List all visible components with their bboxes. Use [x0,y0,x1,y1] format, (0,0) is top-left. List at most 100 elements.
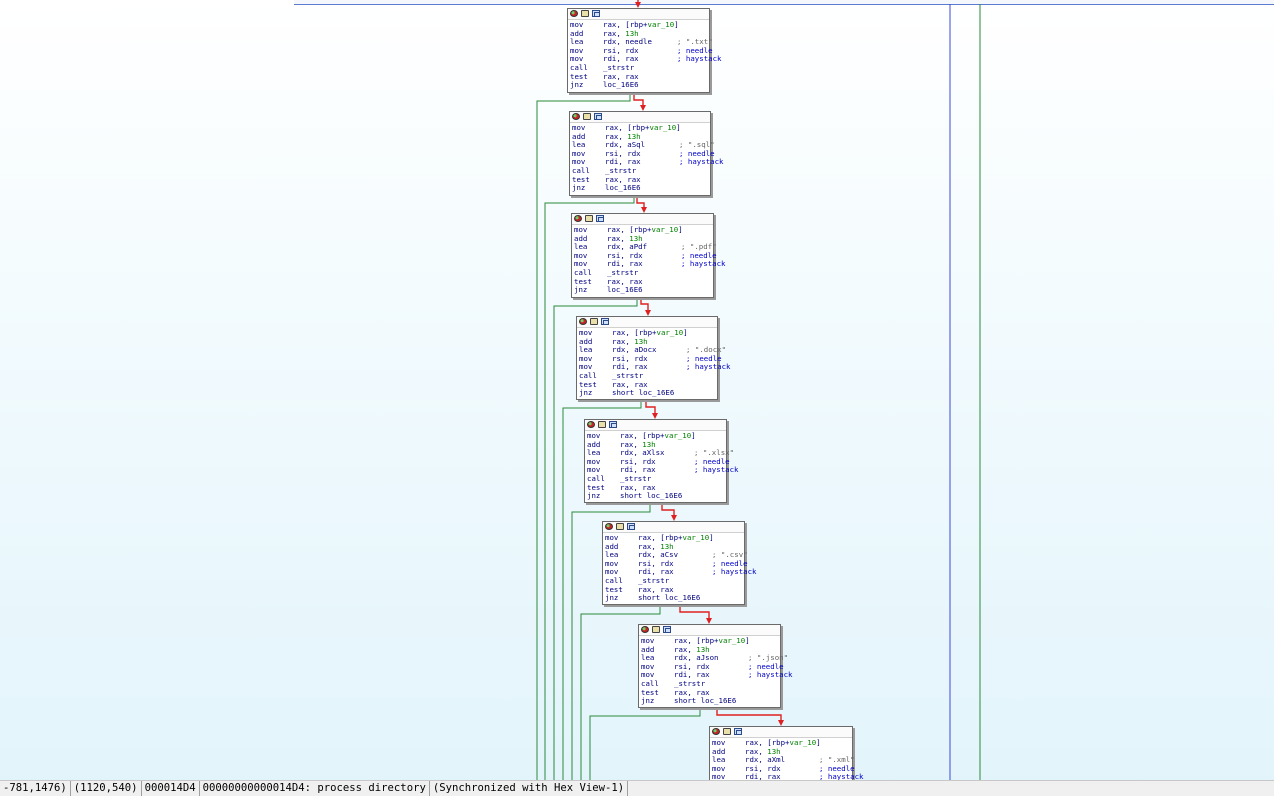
node-color-icon[interactable] [572,113,580,120]
asm-line[interactable]: call_strstr [579,370,717,381]
group-nodes-icon[interactable] [592,10,600,17]
group-nodes-icon[interactable] [609,421,617,428]
mnemonic: test [641,687,659,697]
operands: rdi, rax [638,567,674,577]
rename-node-icon[interactable] [590,318,598,325]
node-color-icon[interactable] [579,318,587,325]
rename-node-icon[interactable] [652,626,660,633]
group-nodes-icon[interactable] [734,728,742,735]
rename-node-icon[interactable] [616,523,624,530]
group-nodes-icon[interactable] [596,215,604,222]
rename-node-icon[interactable] [581,10,589,17]
node-color-icon[interactable] [587,421,595,428]
rename-node-icon[interactable] [583,113,591,120]
node-color-icon[interactable] [574,215,582,222]
mnemonic: jnz [574,285,588,295]
rename-node-icon[interactable] [598,421,606,428]
rename-node-icon[interactable] [723,728,731,735]
asm-line[interactable]: call_strstr [605,576,744,586]
asm-line[interactable]: call_strstr [574,268,713,278]
group-nodes-icon[interactable] [663,626,671,633]
rename-node-icon[interactable] [585,215,593,222]
node-color-icon[interactable] [570,10,578,17]
group-nodes-icon[interactable] [594,113,602,120]
asm-line[interactable]: call_strstr [641,679,780,689]
mnemonic: mov [641,661,655,671]
node-color-icon[interactable] [605,523,613,530]
asm-line[interactable]: call_strstr [587,474,726,484]
group-nodes-icon[interactable] [627,523,635,530]
group-nodes-icon[interactable] [601,318,609,325]
operands: rdx, aJson [674,653,719,663]
node-color-icon[interactable] [712,728,720,735]
asm-line[interactable]: call_strstr [572,166,710,176]
mnemonic: call [579,370,597,380]
node-color-icon[interactable] [641,626,649,633]
asm-line[interactable]: call_strstr [570,63,709,73]
